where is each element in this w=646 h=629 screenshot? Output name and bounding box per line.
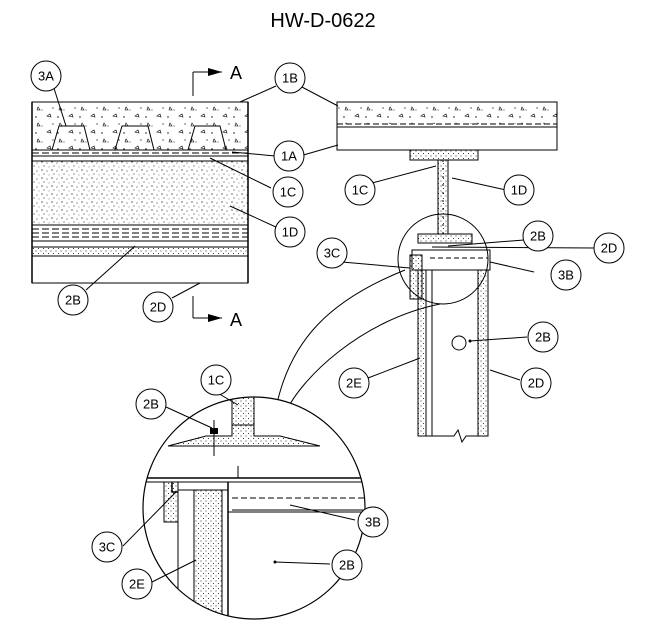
- svg-text:2B: 2B: [143, 397, 159, 412]
- svg-text:3A: 3A: [38, 69, 54, 84]
- callout-1a: 1A: [273, 140, 305, 172]
- callout-2b-right-top: 2B: [522, 220, 554, 252]
- svg-text:1A: 1A: [281, 149, 297, 164]
- callout-1d-right: 1D: [503, 174, 535, 206]
- svg-text:1C: 1C: [280, 185, 297, 200]
- callout-3b-right: 3B: [550, 259, 582, 291]
- partition-wall: [409, 249, 491, 444]
- detail-sweep-line-2: [285, 303, 441, 413]
- callout-1c-detail: 1C: [200, 364, 232, 396]
- steel-beam: [409, 149, 479, 244]
- enlarged-detail: [142, 396, 366, 620]
- section-label-top: A: [230, 63, 242, 83]
- callout-2b-right-mid: 2B: [527, 321, 559, 353]
- callout-2d-right: 2D: [593, 232, 625, 264]
- svg-text:2B: 2B: [530, 229, 546, 244]
- svg-text:3C: 3C: [99, 540, 116, 555]
- svg-text:2B: 2B: [535, 330, 551, 345]
- callout-1c-right: 1C: [344, 174, 376, 206]
- svg-text:3B: 3B: [365, 515, 381, 530]
- svg-text:1C: 1C: [352, 183, 369, 198]
- callout-3a: 3A: [30, 60, 62, 92]
- callout-2e-right: 2E: [338, 367, 370, 399]
- svg-text:2D: 2D: [150, 300, 167, 315]
- right-slab: [336, 101, 558, 151]
- svg-text:2D: 2D: [601, 241, 618, 256]
- callout-2b-detail-top: 2B: [135, 388, 167, 420]
- callout-2b-detail-low: 2B: [331, 549, 363, 581]
- callout-1c-left: 1C: [272, 176, 304, 208]
- svg-text:2E: 2E: [346, 376, 362, 391]
- section-cut-bottom: A: [192, 296, 242, 330]
- detail-sweep-line-1: [275, 269, 406, 409]
- svg-text:1D: 1D: [282, 225, 299, 240]
- svg-text:3C: 3C: [324, 246, 341, 261]
- callout-3c-detail: 3C: [91, 531, 123, 563]
- callout-2d-right-low: 2D: [520, 367, 552, 399]
- svg-text:2B: 2B: [339, 558, 355, 573]
- svg-text:1C: 1C: [208, 373, 225, 388]
- leader-lines: [51, 81, 595, 583]
- section-label-bottom: A: [230, 310, 242, 330]
- callout-2b-left: 2B: [57, 284, 89, 316]
- callout-3c-right: 3C: [316, 237, 348, 269]
- callout-2e-detail: 2E: [121, 568, 153, 600]
- drawing-title: HW-D-0622: [270, 10, 376, 32]
- svg-text:2E: 2E: [129, 577, 145, 592]
- callout-2d-left: 2D: [142, 291, 174, 323]
- svg-text:1B: 1B: [282, 71, 298, 86]
- detail-marker-circle: [397, 213, 489, 305]
- callout-1b: 1B: [274, 62, 306, 94]
- callout-1d-left: 1D: [274, 216, 306, 248]
- section-cut-top: A: [192, 63, 242, 96]
- svg-text:2D: 2D: [528, 376, 545, 391]
- left-floor-assembly: [31, 101, 249, 284]
- callout-3b-detail: 3B: [357, 506, 389, 538]
- svg-text:3B: 3B: [558, 268, 574, 283]
- svg-text:2B: 2B: [65, 293, 81, 308]
- svg-text:1D: 1D: [511, 183, 528, 198]
